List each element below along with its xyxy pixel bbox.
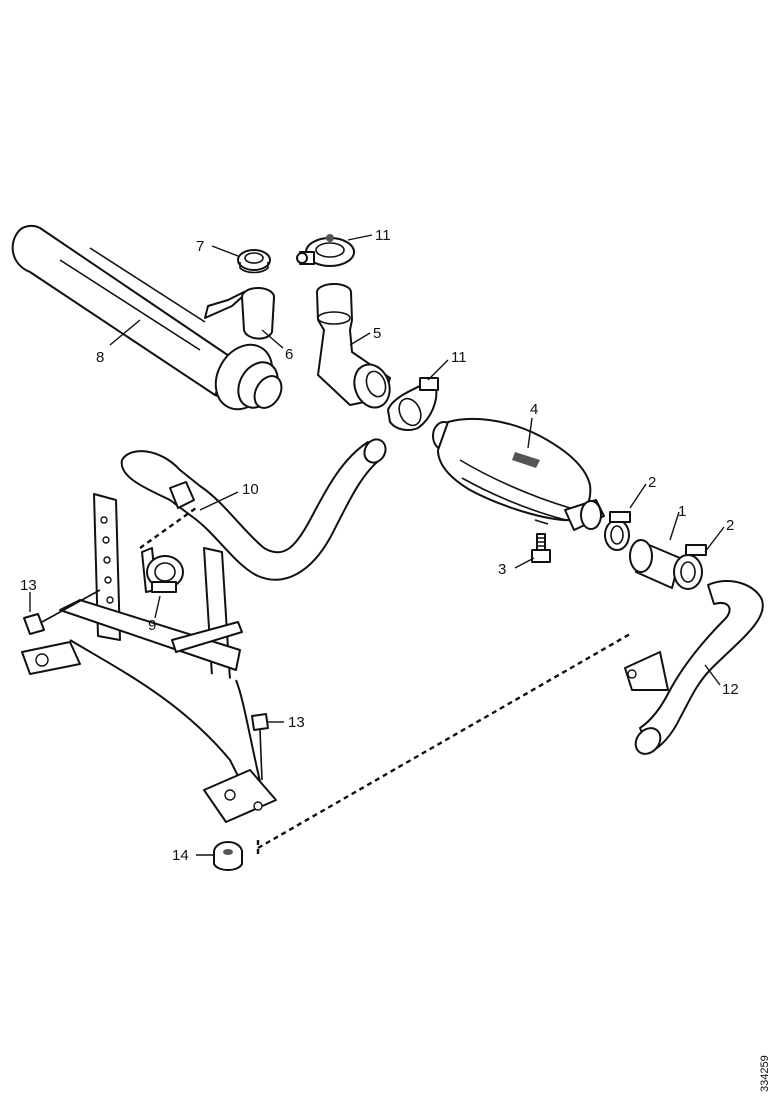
part-2-right-band-clamp: [673, 544, 707, 590]
callout-4: 4: [530, 401, 538, 418]
leader-lines: [29, 234, 725, 856]
alignment-lines: [139, 507, 631, 854]
callout-13-left: 13: [20, 577, 37, 594]
callout-10: 10: [242, 481, 259, 498]
callout-6: 6: [285, 346, 293, 363]
callout-7: 7: [196, 238, 204, 255]
part-6-elbow-pipe: [204, 287, 275, 340]
callout-11-middle: 11: [451, 349, 467, 366]
part-8-muffler-tube: [11, 224, 283, 411]
callout-11-top: 11: [375, 227, 391, 244]
part-4-silencer: [432, 417, 605, 531]
callout-2-right: 2: [726, 517, 734, 534]
callouts: 7 11 8 6 5 11 4 2 1 2 3 10 9 12 13 13 14: [20, 227, 739, 864]
part-9-hanger-clamp: [141, 547, 184, 593]
part-13-bolt-lower: [251, 713, 269, 781]
part-10-flex-hose: [120, 438, 387, 581]
callout-2-left: 2: [648, 474, 656, 491]
part-14-rubber-mount: [213, 841, 243, 871]
part-11-top-hose-clamp: [296, 234, 355, 267]
part-13-bolt-left: [23, 589, 101, 635]
part-1-connector-pipe: [629, 539, 681, 589]
callout-14: 14: [172, 847, 189, 864]
part-2-left-band-clamp: [604, 511, 631, 551]
callout-8: 8: [96, 349, 104, 366]
part-11-middle-clamp: [387, 377, 439, 431]
callout-5: 5: [373, 325, 381, 342]
callout-13-lower: 13: [288, 714, 305, 731]
part-3-bolt: [531, 533, 551, 563]
callout-9: 9: [148, 617, 156, 634]
mounting-frame-bracket: [21, 493, 277, 823]
part-12-tail-pipe: [624, 580, 764, 755]
part-7-ring-clamp: [237, 249, 271, 274]
reference-code: 334259: [759, 1055, 771, 1092]
callout-1: 1: [678, 503, 686, 520]
callout-12: 12: [722, 681, 739, 698]
callout-3: 3: [498, 561, 506, 578]
part-5-pipe-section: [316, 283, 391, 409]
